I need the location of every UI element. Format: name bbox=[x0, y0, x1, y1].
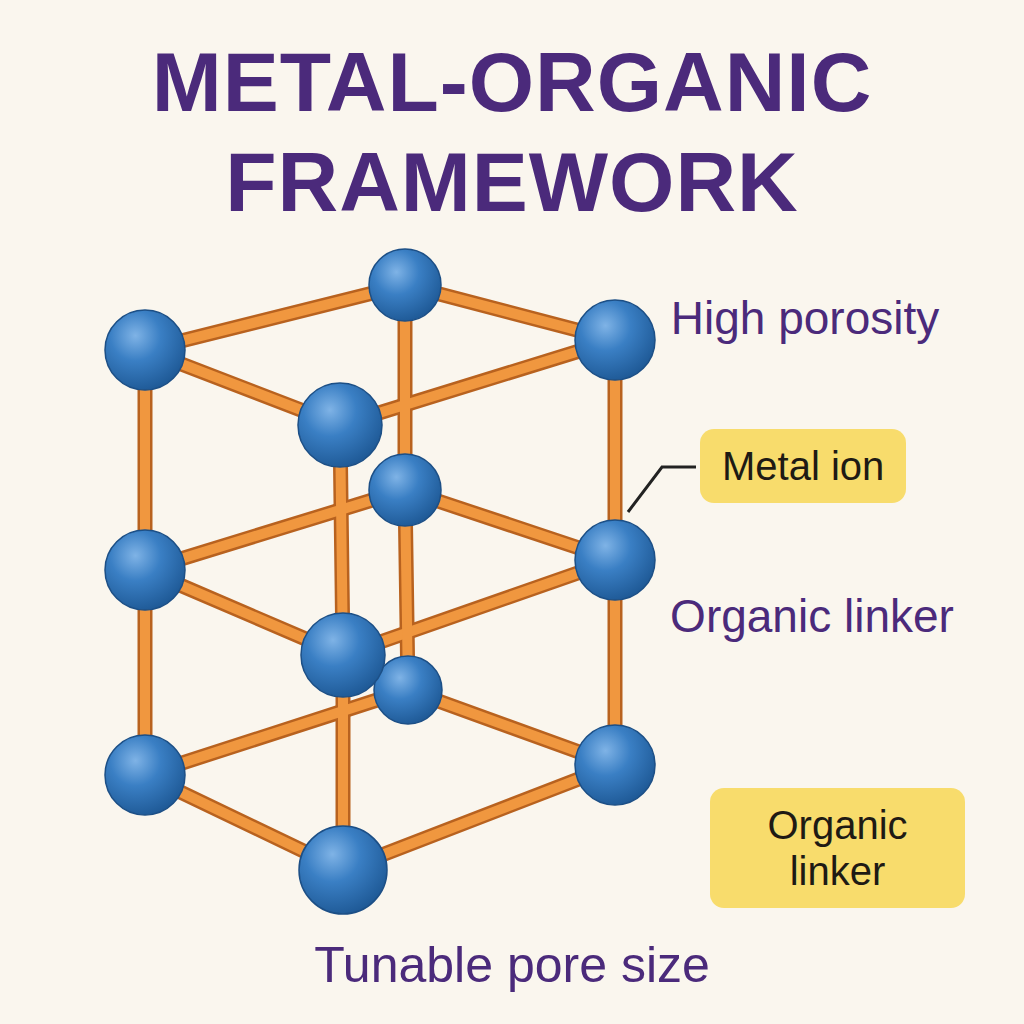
callout-box: Organic linker bbox=[710, 788, 965, 908]
linker-rod bbox=[145, 690, 408, 775]
metal-ion-sphere bbox=[298, 383, 382, 467]
metal-ion-sphere bbox=[575, 520, 655, 600]
linker-rod-outline bbox=[340, 340, 615, 425]
linker-rod bbox=[343, 560, 615, 655]
callout-text: Organic linker bbox=[732, 802, 943, 894]
linker-rod-outline bbox=[145, 490, 405, 570]
linker-rod-outline bbox=[343, 560, 615, 655]
metal-ion-sphere bbox=[301, 613, 385, 697]
metal-ion-sphere bbox=[575, 725, 655, 805]
linker-rod bbox=[340, 340, 615, 425]
linker-rod-outline bbox=[145, 690, 408, 775]
callout-box: Metal ion bbox=[700, 429, 906, 503]
feature-label: Tunable pore size bbox=[162, 938, 862, 992]
feature-label: Organic linker bbox=[662, 589, 962, 643]
metal-ion-sphere bbox=[105, 735, 185, 815]
metal-ion-sphere bbox=[299, 826, 387, 914]
callout-text: Metal ion bbox=[722, 443, 884, 489]
feature-label: High porosity bbox=[655, 291, 955, 345]
linker-rod bbox=[145, 490, 405, 570]
metal-ion-sphere bbox=[369, 249, 441, 321]
metal-ion-sphere bbox=[575, 300, 655, 380]
title: METAL-ORGANIC FRAMEWORK bbox=[62, 32, 962, 232]
metal-ion-sphere bbox=[105, 310, 185, 390]
leader-line bbox=[628, 467, 696, 512]
metal-ion-sphere bbox=[369, 454, 441, 526]
metal-ion-sphere bbox=[105, 530, 185, 610]
